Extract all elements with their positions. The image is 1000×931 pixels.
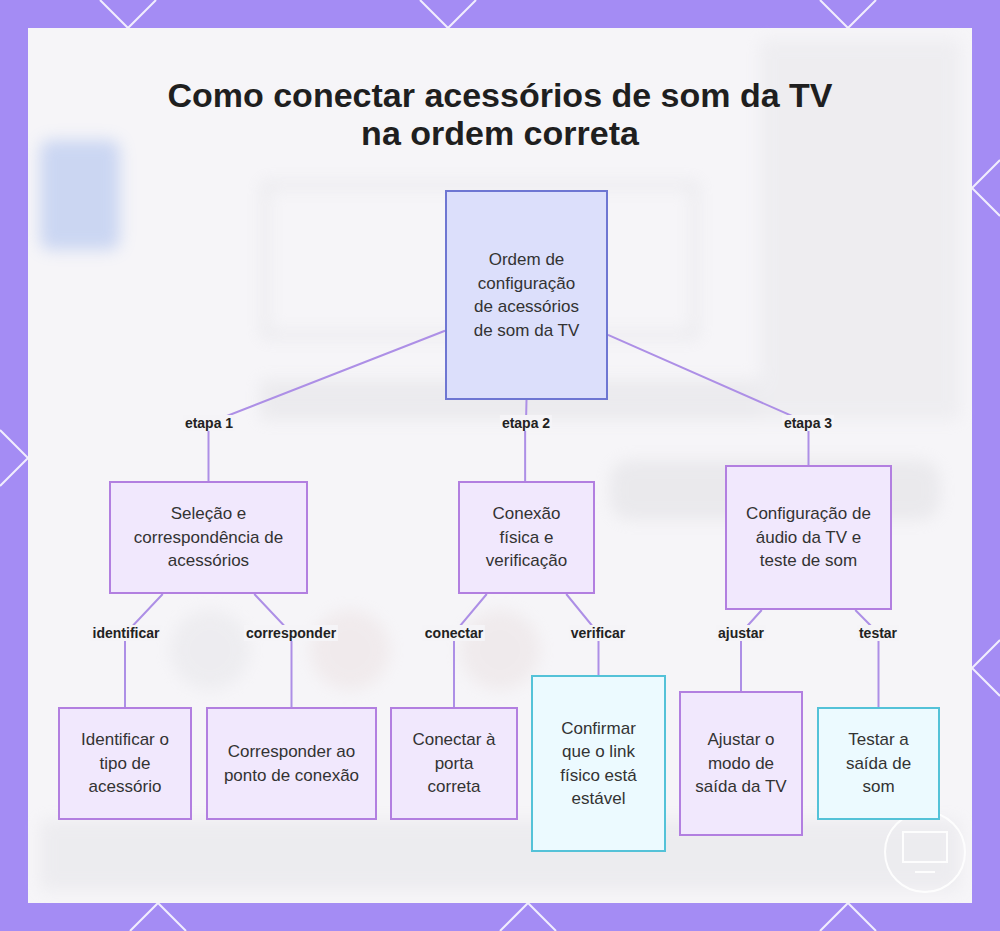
connector-line <box>741 610 762 691</box>
text-holder: Configuração de áudio da TV e teste de s… <box>741 502 876 573</box>
connector-line <box>608 335 809 465</box>
text-holder: Conectar à porta correta <box>406 728 502 799</box>
step-box: Corresponder ao ponto de conexão <box>206 707 377 820</box>
text-holder: Confirmar que o link físico está estável <box>549 717 648 811</box>
node-text: Ajustar o modo de saída da TV <box>695 728 787 799</box>
stage-box: Configuração de áudio da TV e teste de s… <box>725 465 892 610</box>
corner-icon <box>885 812 965 892</box>
check-box: Confirmar que o link físico está estável <box>531 675 666 852</box>
check-box: Testar a saída de som <box>817 707 940 820</box>
connector-line <box>525 400 526 481</box>
edge-label: ajustar <box>716 625 766 641</box>
edge-label: testar <box>857 625 899 641</box>
text-holder: Corresponder ao ponto de conexão <box>220 740 363 787</box>
text-holder: Testar a saída de som <box>837 728 920 799</box>
step-box: Identificar o tipo de acessório <box>58 707 192 820</box>
node-text: Confirmar que o link físico está estável <box>549 717 648 811</box>
stage-box: Conexão física e verificação <box>458 481 595 594</box>
node-text: Ordem de configuração de acessórios de s… <box>473 248 580 342</box>
stage-box: Seleção e correspondência de acessórios <box>109 481 308 594</box>
node-text: Testar a saída de som <box>837 728 920 799</box>
edge-label: etapa 3 <box>782 415 834 431</box>
text-holder: Conexão física e verificação <box>478 502 575 573</box>
connector-line <box>125 594 163 707</box>
edge-label: etapa 1 <box>183 415 235 431</box>
edge-label: verificar <box>569 625 627 641</box>
node-text: Identificar o tipo de acessório <box>70 728 180 799</box>
text-holder: Ajustar o modo de saída da TV <box>695 728 787 799</box>
node-text: Configuração de áudio da TV e teste de s… <box>741 502 876 573</box>
root-box: Ordem de configuração de acessórios de s… <box>445 190 608 400</box>
connector-line <box>454 594 487 707</box>
node-text: Conectar à porta correta <box>406 728 502 799</box>
node-text: Conexão física e verificação <box>478 502 575 573</box>
connector-line <box>254 594 291 707</box>
edge-label: etapa 2 <box>500 415 552 431</box>
connector-line <box>209 331 446 481</box>
node-text: Corresponder ao ponto de conexão <box>220 740 363 787</box>
node-text: Seleção e correspondência de acessórios <box>123 502 294 573</box>
edge-label: corresponder <box>244 625 338 641</box>
text-holder: Identificar o tipo de acessório <box>70 728 180 799</box>
text-holder: Ordem de configuração de acessórios de s… <box>473 248 580 342</box>
step-box: Conectar à porta correta <box>390 707 518 820</box>
diagram-title: Como conectar acessórios de som da TV na… <box>150 76 850 152</box>
edge-label: identificar <box>91 625 162 641</box>
text-holder: Seleção e correspondência de acessórios <box>123 502 294 573</box>
edge-label: conectar <box>423 625 485 641</box>
step-box: Ajustar o modo de saída da TV <box>679 691 803 836</box>
